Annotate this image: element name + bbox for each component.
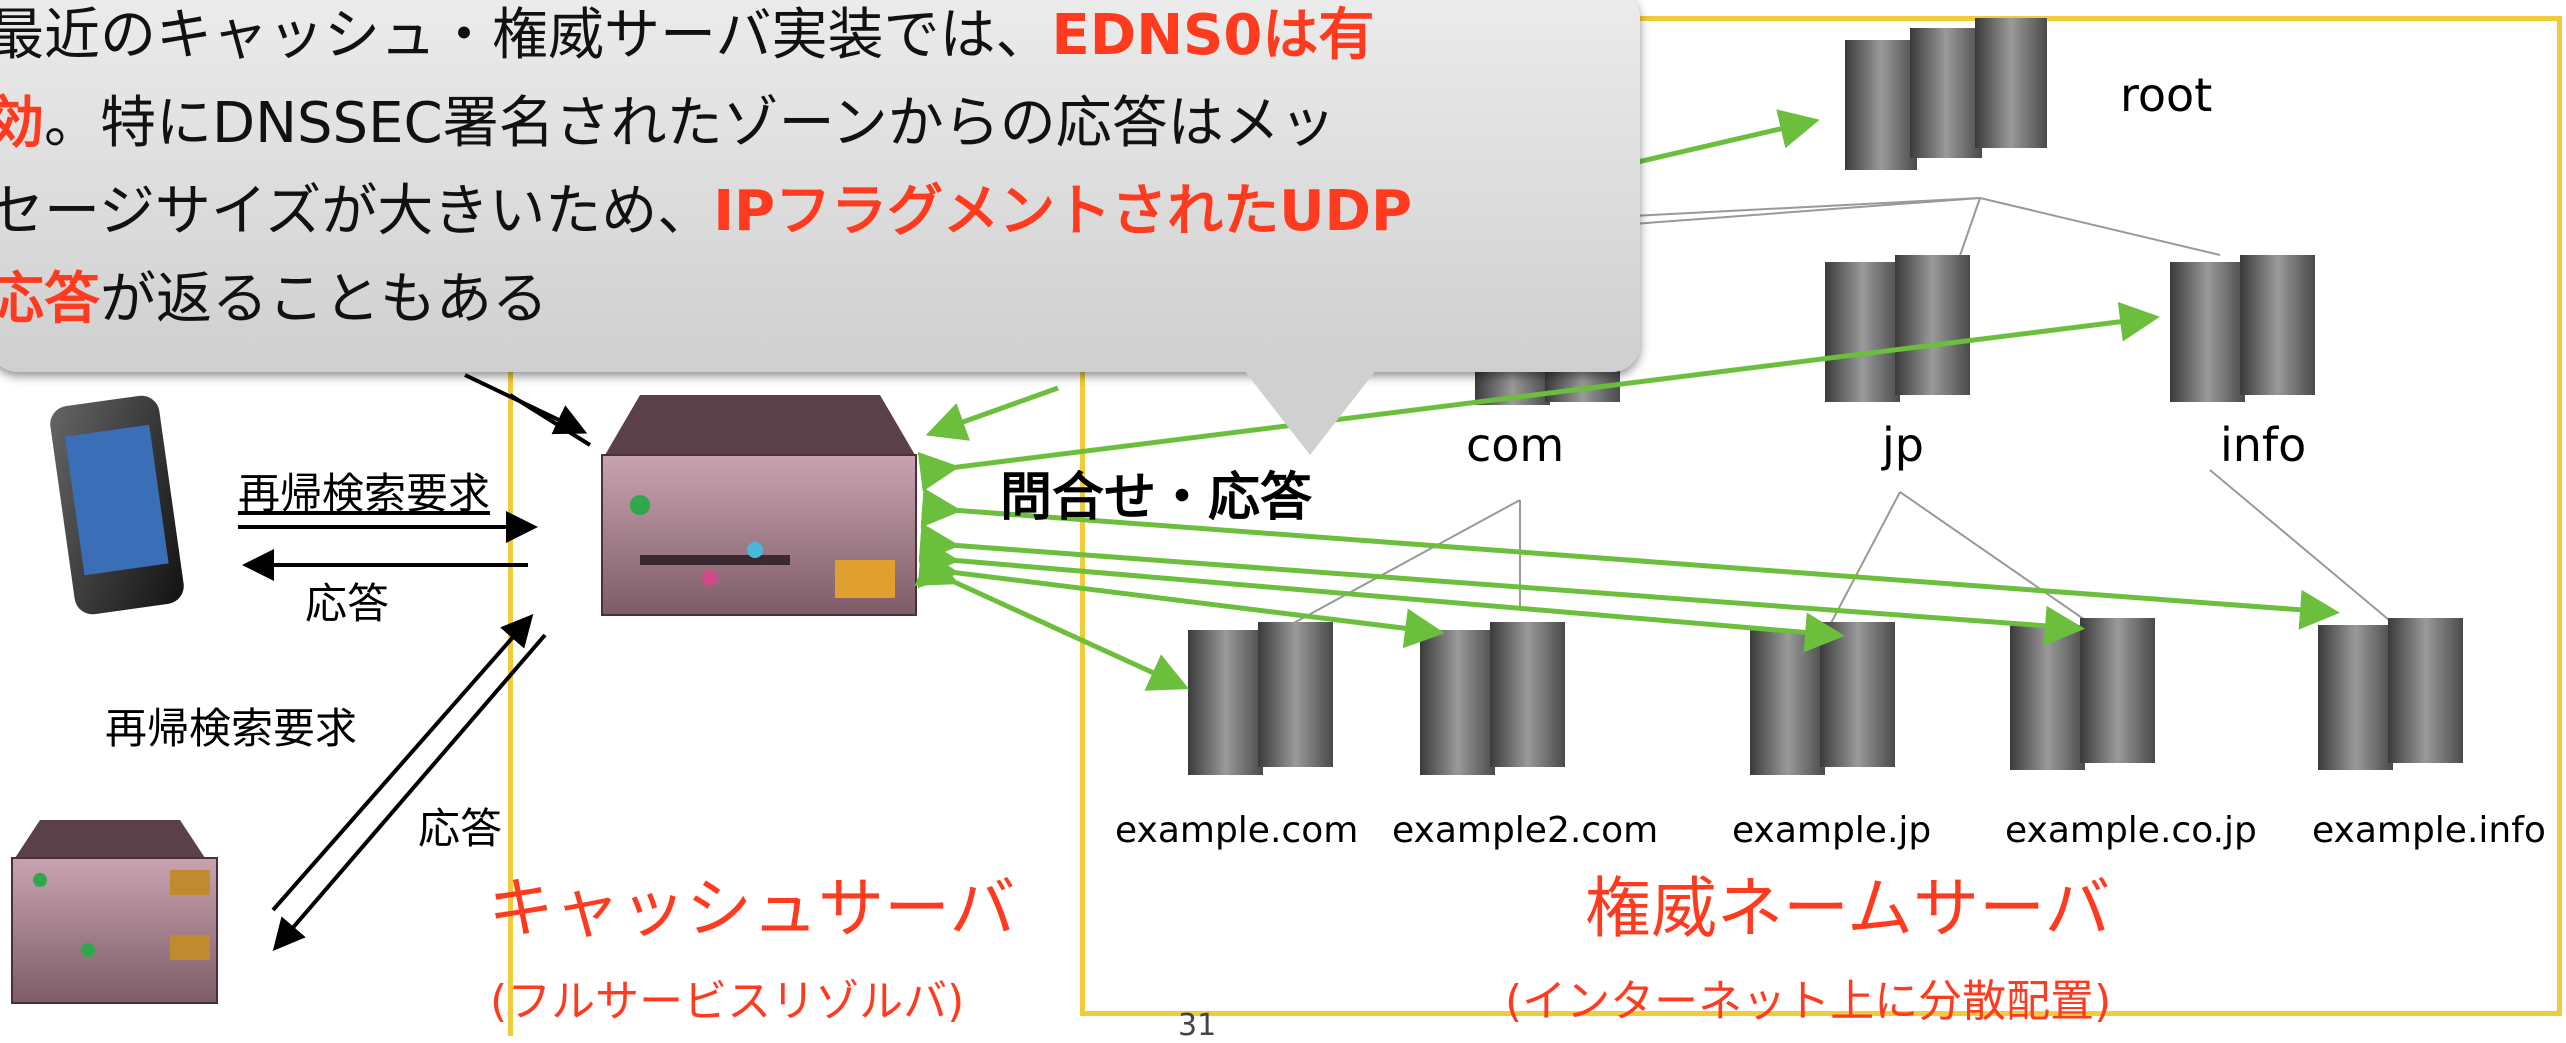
client-request-label-top: 再帰検索要求 — [238, 469, 491, 518]
authoritative-server-subtitle: (インターネット上に分散配置) — [1505, 976, 2112, 1027]
query-arrows — [914, 109, 2340, 691]
com-label: com — [1466, 418, 1565, 472]
cache-server-title: キャッシュサーバ — [488, 870, 1016, 947]
example-co-jp-label: example.co.jp — [2005, 810, 2257, 851]
callout-highlight-effective: 効 — [0, 91, 44, 156]
cache-server-subtitle: (フルサービスリゾルバ) — [490, 976, 965, 1027]
query-response-label: 問合せ・応答 — [1000, 468, 1313, 528]
example-com-label: example.com — [1115, 810, 1359, 851]
info-server-icon — [2170, 255, 2315, 402]
example-info-label: example.info — [2312, 810, 2546, 851]
example-info-server-icon — [2318, 618, 2463, 770]
example2-com-server-icon — [1420, 622, 1565, 775]
callout-highlight-response: 応答 — [0, 267, 100, 332]
example-jp-label: example.jp — [1732, 810, 1932, 851]
callout-line2: 。特にDNSSEC署名されたゾーンからの応答はメッ — [44, 91, 1336, 156]
authoritative-server-title: 権威ネームサーバ — [1585, 870, 2111, 947]
example-co-jp-server-icon — [2010, 618, 2155, 770]
client-response-label-top: 応答 — [305, 579, 390, 628]
example-com-server-icon — [1188, 622, 1333, 775]
client-arrows — [238, 373, 592, 952]
example-jp-server-icon — [1750, 622, 1895, 775]
example2-com-label: example2.com — [1392, 810, 1659, 851]
callout-text: 最近のキャッシュ・権威サーバ実装では、EDNS0は有 効。特にDNSSEC署名さ… — [0, 0, 1648, 344]
jp-server-icon — [1825, 255, 1970, 402]
client-server-icon — [11, 820, 218, 1004]
callout-highlight-fragment: IPフラグメントされたUDP — [713, 179, 1413, 244]
cache-server-icon — [601, 395, 917, 616]
callout-line4: が返ることもある — [100, 267, 548, 332]
client-request-label-bottom: 再帰検索要求 — [105, 704, 358, 753]
smartphone-icon — [50, 395, 184, 615]
jp-label: jp — [1882, 418, 1924, 472]
root-server-icon — [1845, 18, 2047, 170]
callout-line3: セージサイズが大きいため、 — [0, 179, 714, 244]
info-label: info — [2220, 418, 2307, 472]
callout-highlight-edns0: EDNS0は有 — [1051, 3, 1375, 68]
callout-bubble — [0, 0, 1640, 372]
root-label: root — [2120, 68, 2213, 122]
callout-line1: 最近のキャッシュ・権威サーバ実装では、 — [0, 3, 1052, 68]
client-response-label-bottom: 応答 — [418, 804, 503, 853]
callout-tail — [1240, 365, 1380, 455]
page-number: 31 — [1178, 1008, 1217, 1043]
